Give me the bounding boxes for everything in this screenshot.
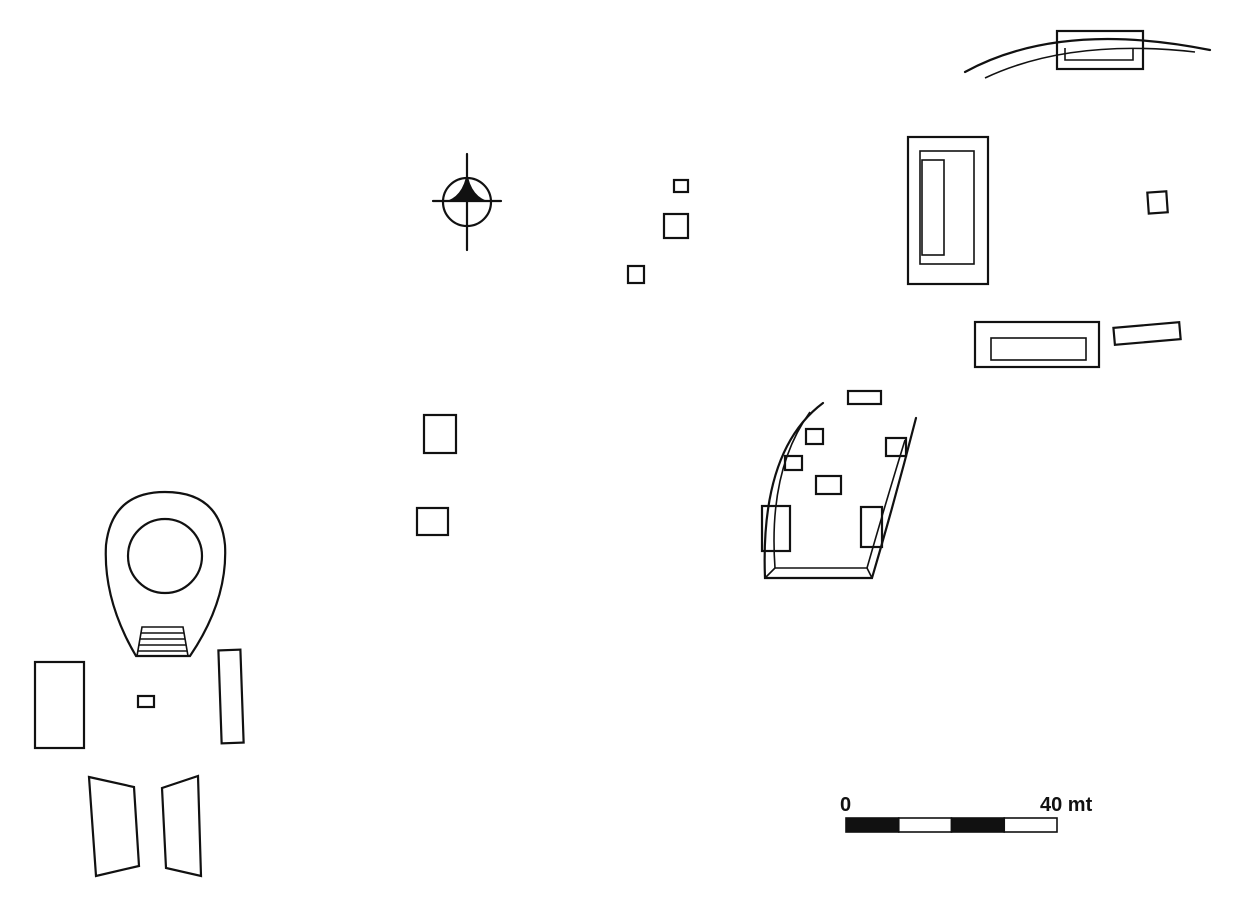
narrow-structure-lower-left (217, 648, 245, 745)
scale-bar-segment (950, 817, 1006, 833)
curved-enclosure-center (760, 389, 918, 580)
structures-center-left (415, 413, 458, 537)
small-structure-lower-left (136, 694, 156, 709)
scale-bar-segment (1003, 817, 1058, 833)
rectangular-enclosure-large (906, 135, 990, 286)
narrow-structure-right (1112, 320, 1182, 347)
curved-wall-structure-top-right (963, 29, 1212, 79)
rectangular-enclosure-horizontal (973, 320, 1101, 369)
scale-end-label: 40 mt (1040, 794, 1093, 816)
teardrop-structure (104, 490, 227, 658)
scale-start-label: 0 (840, 794, 851, 816)
rectangle-structure-left (33, 660, 86, 750)
trapezoid-structures-bottom-left (87, 774, 203, 878)
scale-bar: 0 40 mt (840, 794, 1093, 833)
small-structures-center (626, 178, 690, 285)
small-structure-right (1146, 190, 1169, 215)
north-arrow-icon (431, 152, 503, 252)
scale-bar-segment (845, 817, 900, 833)
scale-bar-segment (897, 817, 953, 833)
scale-bar-segments (845, 817, 1058, 833)
